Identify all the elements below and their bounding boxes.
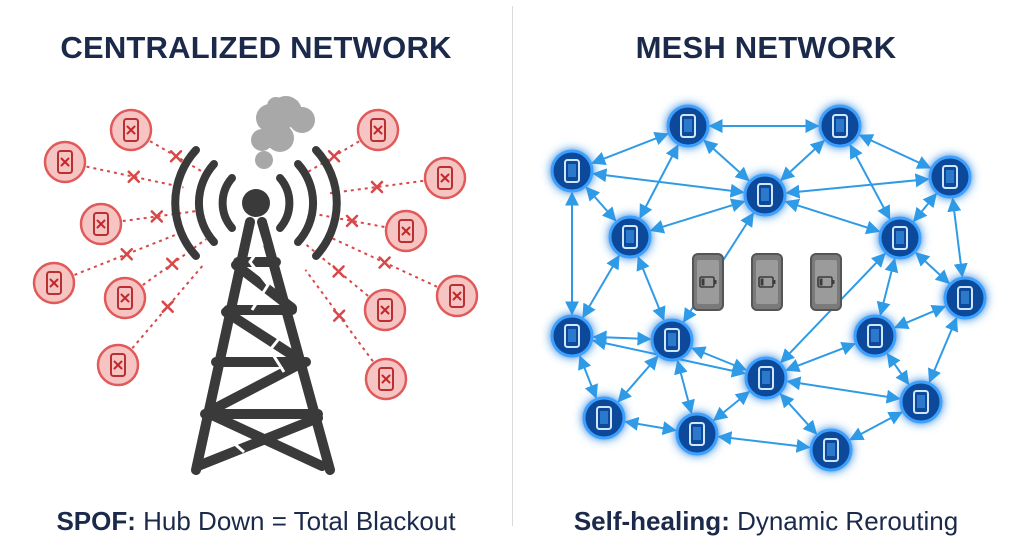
- offline-devices: [692, 253, 842, 311]
- mesh-link: [876, 257, 899, 317]
- mesh-link: [592, 330, 652, 346]
- mesh-link: [624, 416, 677, 436]
- failed-link: [327, 179, 424, 195]
- link-break-x-icon: [165, 257, 179, 271]
- dead-battery-phone-icon: [692, 253, 724, 311]
- broken-radio-tower-icon: [171, 96, 341, 475]
- link-break-x-icon: [332, 265, 345, 278]
- link-break-x-icon: [378, 256, 391, 269]
- mesh-node-phone-icon: [878, 216, 922, 260]
- failed-link: [312, 212, 385, 228]
- mesh-link: [858, 134, 932, 169]
- mesh-link: [786, 376, 901, 404]
- failed-link: [122, 209, 198, 223]
- mesh-node-phone-icon: [744, 356, 788, 400]
- mesh-node-phone-icon: [743, 173, 787, 217]
- mesh-link: [582, 254, 620, 319]
- panel-divider: [512, 6, 513, 526]
- phone-x-icon: [79, 202, 123, 246]
- phone-x-icon: [43, 140, 87, 184]
- phone-x-icon: [32, 261, 76, 305]
- link-break-x-icon: [332, 309, 346, 322]
- failed-link: [142, 238, 207, 286]
- failed-links: [74, 140, 438, 362]
- link-break-x-icon: [127, 170, 141, 184]
- phone-x-icon: [423, 156, 467, 200]
- phone-x-icon: [103, 276, 147, 320]
- link-break-x-icon: [370, 180, 384, 194]
- mesh-node-phone-icon: [550, 149, 594, 193]
- mesh-network-title: MESH NETWORK: [635, 30, 897, 65]
- link-break-x-icon: [120, 247, 133, 261]
- caption-label-self-healing: Self-healing:: [573, 506, 730, 536]
- mesh-node-phone-icon: [818, 104, 862, 148]
- mesh-caption: Self-healing: Dynamic Rerouting: [574, 506, 958, 537]
- mesh-link: [849, 144, 891, 220]
- link-break-x-icon: [161, 300, 174, 313]
- mesh-link: [585, 186, 617, 222]
- phone-x-icon: [363, 288, 407, 332]
- dead-battery-phone-icon: [810, 253, 842, 311]
- mesh-link: [785, 341, 856, 373]
- phone-x-icon: [384, 209, 428, 253]
- link-break-x-icon: [327, 150, 341, 163]
- mesh-link: [636, 256, 666, 321]
- mesh-node-phone-icon: [809, 428, 853, 472]
- mesh-link: [591, 131, 669, 166]
- mesh-node-phone-icon: [550, 314, 594, 358]
- caption-text-rerouting: Dynamic Rerouting: [729, 506, 959, 536]
- caption-text-blackout: Hub Down = Total Blackout: [135, 506, 456, 536]
- mesh-node-phone-icon: [582, 396, 626, 440]
- failed-link: [131, 263, 205, 349]
- mesh-link: [928, 316, 958, 384]
- mesh-link: [649, 198, 746, 234]
- mesh-link: [703, 139, 750, 182]
- mesh-link: [893, 305, 947, 329]
- mesh-links: [565, 119, 968, 453]
- mesh-node-phone-icon: [675, 412, 719, 456]
- phone-x-icon: [435, 274, 479, 318]
- centralized-caption: SPOF: Hub Down = Total Blackout: [56, 506, 455, 537]
- dead-battery-phone-icon: [751, 253, 783, 311]
- phone-x-icon: [356, 108, 400, 152]
- mesh-link: [947, 197, 968, 278]
- mesh-node-phone-icon: [650, 318, 694, 362]
- mesh-link: [779, 393, 818, 435]
- mesh-node-phone-icon: [899, 380, 943, 424]
- link-break-x-icon: [150, 210, 164, 223]
- phone-x-icon: [364, 357, 408, 401]
- mesh-link: [717, 431, 811, 453]
- mesh-node-phone-icon: [853, 314, 897, 358]
- mesh-link: [849, 411, 903, 441]
- centralized-network-title: CENTRALIZED NETWORK: [60, 30, 452, 65]
- mesh-link: [578, 355, 598, 399]
- phone-x-icon: [109, 108, 153, 152]
- mesh-nodes: [550, 104, 987, 472]
- mesh-link: [784, 198, 881, 235]
- mesh-link: [780, 139, 825, 182]
- mesh-link: [886, 352, 910, 386]
- mesh-node-phone-icon: [666, 104, 710, 148]
- mesh-link: [617, 355, 659, 403]
- mesh-link: [712, 390, 751, 422]
- mesh-link: [785, 173, 930, 199]
- mesh-link: [691, 346, 747, 372]
- mesh-link: [674, 359, 695, 415]
- mesh-node-phone-icon: [928, 155, 972, 199]
- failed-nodes: [32, 108, 479, 401]
- phone-x-icon: [96, 343, 140, 387]
- caption-label-spof: SPOF:: [56, 506, 136, 536]
- failed-link: [149, 140, 210, 177]
- mesh-node-phone-icon: [943, 276, 987, 320]
- mesh-link: [913, 192, 937, 223]
- link-break-x-icon: [345, 214, 359, 228]
- mesh-link: [592, 168, 745, 198]
- link-break-x-icon: [169, 150, 183, 163]
- mesh-link: [915, 251, 950, 285]
- mesh-node-phone-icon: [608, 215, 652, 259]
